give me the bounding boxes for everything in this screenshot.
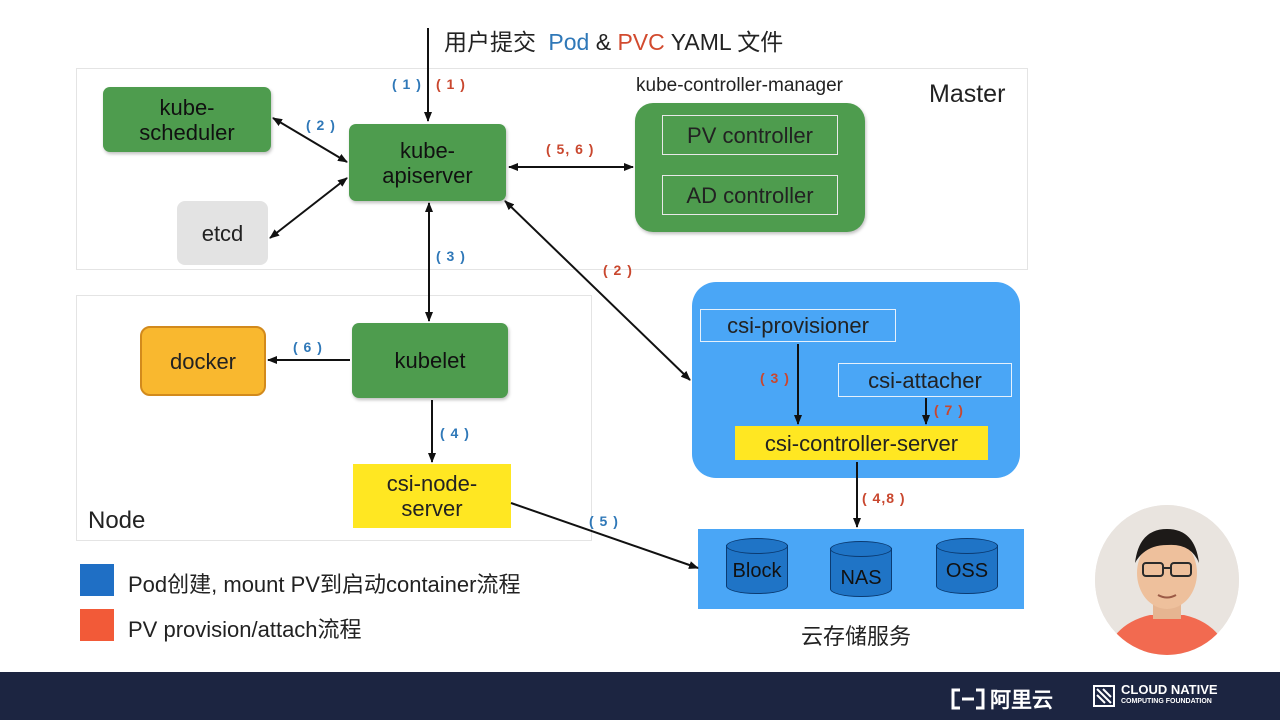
legend-text-blue: Pod创建, mount PV到启动container流程 <box>128 572 521 597</box>
legend-swatch-red <box>80 609 114 641</box>
cloud-storage-label: 云存储服务 <box>801 624 912 649</box>
cncf-icon <box>1093 685 1115 707</box>
kube-scheduler-box: kube- scheduler <box>103 87 271 152</box>
block-storage-icon: Block <box>726 538 788 600</box>
arrow-apiserver-csi <box>504 200 691 381</box>
step-cloud-red: ( 4,8 ) <box>862 490 906 506</box>
step-nodeserver-blue: ( 4 ) <box>440 425 470 441</box>
csi-node-server-box: csi-node- server <box>353 464 511 528</box>
step-docker-blue: ( 6 ) <box>293 339 323 355</box>
cncf-line2: COMPUTING FOUNDATION <box>1121 698 1212 705</box>
title-suffix: YAML 文件 <box>670 29 784 55</box>
step-controller-red: ( 5, 6 ) <box>546 141 595 157</box>
nas-label: NAS <box>840 567 882 589</box>
footer-bar: 阿里云 CLOUD NATIVE COMPUTING FOUNDATION <box>0 672 1280 720</box>
title-amp: & <box>595 29 612 55</box>
controller-manager-label: kube-controller-manager <box>636 75 843 96</box>
cncf-line1: CLOUD NATIVE <box>1121 682 1218 697</box>
pv-controller-box: PV controller <box>662 115 838 155</box>
diagram-title: 用户提交 Pod & PVC YAML 文件 <box>444 23 783 57</box>
kube-apiserver-box: kube- apiserver <box>349 124 506 201</box>
aliyun-bracket-icon <box>951 688 985 710</box>
step-user-red: ( 1 ) <box>436 76 466 92</box>
presenter-webcam <box>1095 505 1239 655</box>
title-pvc: PVC <box>617 29 665 55</box>
node-label: Node <box>88 507 146 534</box>
arrow-nodeserver-storage <box>510 502 699 569</box>
presenter-avatar-icon <box>1095 505 1239 655</box>
step-user-blue: ( 1 ) <box>392 76 422 92</box>
legend-swatch-blue <box>80 564 114 596</box>
docker-box: docker <box>140 326 266 396</box>
step-storage-blue: ( 5 ) <box>589 513 619 529</box>
arrow-apiserver-etcd <box>269 177 348 239</box>
csi-provisioner-box: csi-provisioner <box>700 309 896 342</box>
title-pod: Pod <box>548 29 590 55</box>
arrow-scheduler-apiserver <box>272 117 348 163</box>
oss-label: OSS <box>945 560 989 582</box>
step-provisioner-red: ( 3 ) <box>760 370 790 386</box>
aliyun-text: 阿里云 <box>990 689 1053 712</box>
block-label: Block <box>732 560 782 582</box>
step-scheduler-blue: ( 2 ) <box>306 117 336 133</box>
ad-controller-box: AD controller <box>662 175 838 215</box>
csi-attacher-box: csi-attacher <box>838 363 1012 397</box>
master-label: Master <box>929 80 1006 108</box>
csi-controller-server-box: csi-controller-server <box>735 426 988 460</box>
title-prefix: 用户提交 <box>444 29 536 55</box>
oss-storage-icon: OSS <box>936 538 998 600</box>
etcd-box: etcd <box>177 201 268 265</box>
step-csi-red: ( 2 ) <box>603 262 633 278</box>
legend-text-red: PV provision/attach流程 <box>128 617 362 642</box>
step-attacher-red: ( 7 ) <box>934 402 964 418</box>
cncf-logo: CLOUD NATIVE COMPUTING FOUNDATION <box>1093 682 1218 708</box>
aliyun-logo: 阿里云 <box>950 684 1053 714</box>
kubelet-box: kubelet <box>352 323 508 398</box>
nas-storage-icon: NAS <box>830 541 892 603</box>
step-kubelet-blue: ( 3 ) <box>436 248 466 264</box>
